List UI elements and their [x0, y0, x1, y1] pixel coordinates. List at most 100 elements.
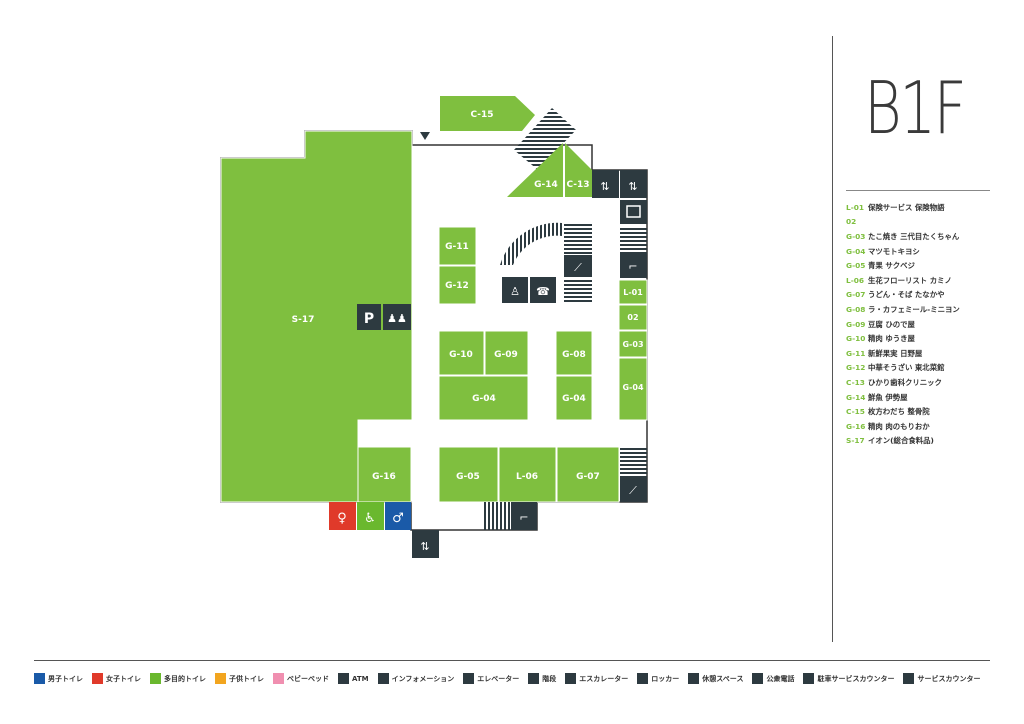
store-name: 精肉 ゆうき屋 — [868, 334, 915, 344]
store-g04c[interactable] — [618, 357, 648, 421]
key-item: ロッカー — [637, 673, 679, 684]
womens-toilet-icon[interactable] — [329, 502, 356, 530]
payphone-icon[interactable] — [530, 277, 556, 303]
elevator-icon[interactable] — [412, 530, 439, 558]
store-name: イオン(総合食料品) — [868, 436, 934, 446]
locker-icon[interactable] — [620, 200, 647, 224]
service-counter-icon — [903, 673, 915, 684]
accessible-glyph: ♿ — [364, 511, 376, 526]
stairs-icon[interactable] — [620, 252, 647, 278]
store-c13[interactable] — [565, 143, 592, 197]
mens-glyph: ♂ — [392, 511, 404, 526]
store-code: L-06 — [846, 275, 865, 285]
store-g07[interactable] — [556, 446, 620, 503]
accessible-toilet-icon[interactable] — [357, 502, 384, 530]
store-directory-row[interactable]: 02 — [846, 215, 1016, 230]
store-g04b[interactable] — [555, 375, 593, 421]
key-item: 男子トイレ — [34, 673, 83, 684]
service-counter-icon[interactable] — [383, 304, 411, 330]
store-code: G-04 — [846, 246, 866, 256]
escalator-icon — [565, 673, 577, 684]
store-g16[interactable] — [357, 446, 412, 503]
elevator-icon[interactable] — [620, 170, 647, 198]
stairs-icon[interactable] — [511, 502, 537, 530]
store-g11[interactable] — [438, 226, 477, 266]
store-code: G-09 — [846, 319, 866, 329]
store-l06[interactable] — [498, 446, 557, 503]
store-s17[interactable] — [220, 130, 413, 503]
key-label: ベビーベッド — [287, 674, 329, 683]
divider-bottom — [34, 660, 990, 661]
store-g10[interactable] — [438, 330, 485, 376]
key-item: 駐車サービスカウンター — [803, 673, 894, 684]
store-c15[interactable] — [440, 96, 535, 131]
label-g03: G-03 — [622, 340, 643, 349]
store-code: S-17 — [846, 436, 865, 446]
parking-counter-icon[interactable] — [357, 304, 381, 330]
store-g12[interactable] — [438, 265, 477, 305]
store-name: 生花フローリスト カミノ — [868, 275, 952, 285]
key-item: 子供トイレ — [215, 673, 264, 684]
key-item: 休憩スペース — [688, 673, 743, 684]
store-name: 精肉 肉のもりおか — [868, 421, 930, 431]
escalator-stripes-right — [620, 447, 647, 475]
accessible-toilet-icon — [150, 673, 161, 684]
key-label: 駐車サービスカウンター — [817, 674, 895, 683]
store-l01[interactable] — [618, 279, 648, 305]
label-g04b: G-04 — [562, 394, 586, 404]
label-g04c: G-04 — [622, 383, 643, 392]
label-g08: G-08 — [562, 350, 586, 360]
store-g14[interactable] — [507, 143, 563, 197]
key-label: 公衆電話 — [766, 674, 795, 683]
womens-glyph: ♀ — [337, 511, 347, 526]
store-name: 鮮魚 伊勢屋 — [868, 392, 908, 402]
locker-glyph — [626, 205, 641, 218]
elevator-icon[interactable] — [592, 170, 619, 198]
store-g08[interactable] — [555, 330, 593, 376]
store-code: G-07 — [846, 290, 866, 300]
key-item: ベビーベッド — [273, 673, 329, 684]
key-label: 階段 — [542, 674, 557, 683]
key-label: ATM — [352, 674, 369, 683]
escalator-icon[interactable] — [564, 255, 592, 277]
label-parking: P — [364, 311, 374, 327]
label-l06: L-06 — [516, 472, 538, 482]
key-label: インフォメーション — [391, 674, 455, 683]
key-label: エスカレーター — [579, 674, 629, 683]
floor-map: S-17 P ♟♟ C-15 G-14 C-13 ⇅ ⇅ ⌐ L-01 02 G… — [220, 96, 648, 558]
store-g03[interactable] — [618, 330, 648, 358]
store-g09[interactable] — [484, 330, 529, 376]
elevator-glyph: ⇅ — [420, 540, 429, 553]
store-g05[interactable] — [438, 446, 499, 503]
label-g14: G-14 — [534, 180, 558, 190]
elevator-glyph: ⇅ — [628, 180, 637, 193]
escalator-glyph: ⟋ — [629, 484, 637, 497]
mens-toilet-icon[interactable] — [385, 502, 411, 530]
store-02[interactable] — [618, 304, 648, 331]
floor-title: B1F — [864, 66, 967, 150]
divider-vertical — [832, 36, 833, 642]
escalator-icon[interactable] — [620, 476, 647, 502]
payphone-icon — [752, 673, 764, 684]
elevator-icon — [463, 673, 475, 684]
store-g04a[interactable] — [438, 375, 529, 421]
rest-space-icon[interactable] — [502, 277, 528, 303]
store-name: 枚方わだち 整骨院 — [868, 407, 930, 417]
store-code: G-12 — [846, 363, 866, 373]
